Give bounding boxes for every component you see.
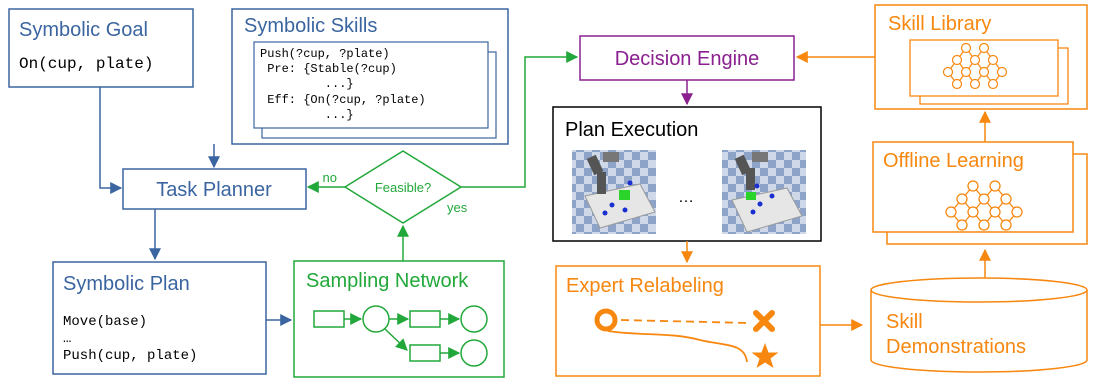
decision-engine-label: Decision Engine [615, 48, 760, 70]
robot-frame-2 [722, 150, 806, 234]
symbolic-skills-box: Symbolic Skills Push(?cup, ?plate) Pre: … [231, 8, 509, 145]
execution-ellipsis: … [678, 189, 694, 206]
state-node [460, 305, 488, 333]
graph-edge [384, 328, 408, 351]
skill-line: Push(?cup, ?plate) [260, 47, 390, 61]
offline-learning-title: Offline Learning [883, 150, 1024, 172]
skill-line: Eff: {On(?cup, ?plate) [260, 93, 426, 107]
task-planner-box: Task Planner [122, 168, 307, 210]
demos-label-line2: Demonstrations [886, 336, 1026, 358]
neural-net-icon [945, 180, 1023, 231]
feasible-label: Feasible? [375, 180, 431, 195]
plan-step: … [63, 331, 71, 347]
sampler-node [313, 310, 345, 328]
state-node [362, 305, 390, 333]
start-icon [594, 308, 618, 332]
skill-line: ...} [260, 77, 354, 91]
sampling-network-title: Sampling Network [306, 270, 469, 292]
relabeled-trajectory [607, 330, 748, 363]
symbolic-goal-box: Symbolic Goal On(cup, plate) [8, 8, 194, 88]
demos-label-line1: Skill [886, 311, 923, 333]
failed-trajectory [620, 319, 750, 324]
goal-to-planner-arrow [99, 87, 123, 194]
symbolic-plan-box: Symbolic Plan Move(base) … Push(cup, pla… [52, 261, 267, 375]
cross-icon [753, 310, 775, 332]
state-node [460, 339, 488, 367]
star-icon [751, 343, 779, 368]
robot-frame-1 [572, 150, 656, 234]
symbolic-goal-code: On(cup, plate) [19, 55, 153, 73]
decision-engine-box: Decision Engine [579, 35, 795, 81]
task-planner-label: Task Planner [156, 179, 272, 201]
skill-library-box: Skill Library [874, 4, 1088, 110]
skill-card-front [253, 41, 489, 129]
feasible-yes-arrow [461, 51, 579, 188]
plan-step: Push(cup, plate) [63, 348, 197, 364]
plan-execution-title: Plan Execution [565, 119, 698, 141]
symbolic-goal-title: Symbolic Goal [19, 19, 148, 41]
symbolic-skills-title: Symbolic Skills [244, 15, 377, 37]
sampling-network-box: Sampling Network [293, 260, 505, 378]
offline-learning-box: Offline Learning [872, 141, 1088, 245]
expert-relabeling-box: Expert Relabeling [555, 265, 821, 377]
library-neural-net-icon [942, 42, 1008, 90]
skill-line: ...} [260, 108, 354, 122]
skill-line: Pre: {Stable(?cup) [260, 62, 397, 76]
expert-relabeling-title: Expert Relabeling [566, 275, 724, 297]
skill-library-title: Skill Library [888, 13, 991, 35]
sampler-node [409, 310, 441, 328]
symbolic-plan-title: Symbolic Plan [63, 273, 190, 295]
feasible-decision: Feasible? [343, 150, 463, 224]
sampling-graph [313, 305, 488, 367]
plan-step: Move(base) [63, 314, 147, 330]
skill-demonstrations-db: Skill Demonstrations [870, 277, 1088, 373]
no-label: no [323, 170, 337, 185]
plan-execution-box: Plan Execution … [552, 106, 822, 242]
yes-label: yes [447, 200, 468, 215]
sampler-node [409, 344, 441, 362]
